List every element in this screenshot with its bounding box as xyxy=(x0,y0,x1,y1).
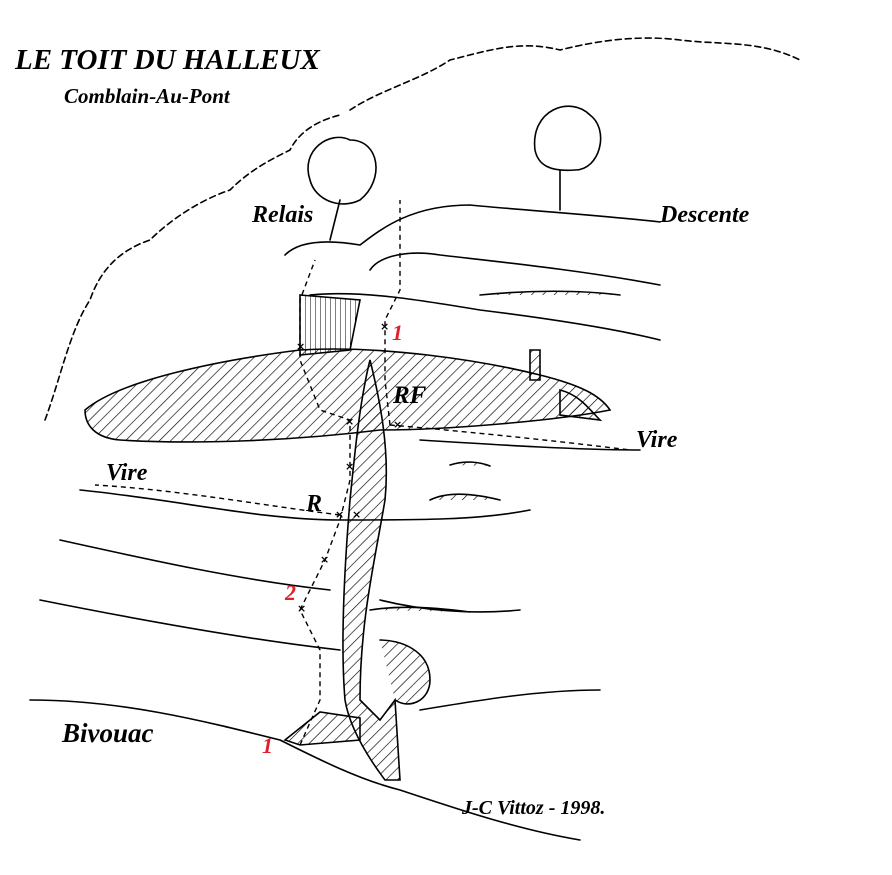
pitch-number-1-top: 1 xyxy=(392,320,403,345)
tree-right xyxy=(533,105,602,211)
svg-text:×: × xyxy=(345,415,354,428)
svg-text:×: × xyxy=(320,553,329,566)
pitch-number-1-bottom: 1 xyxy=(262,733,273,758)
svg-text:×: × xyxy=(345,460,354,473)
belay-markers: × × × × × × × × × xyxy=(296,320,402,615)
svg-text:×: × xyxy=(296,340,305,353)
svg-text:×: × xyxy=(393,418,402,431)
diagram-title: LE TOIT DU HALLEUX xyxy=(15,44,320,76)
svg-text:×: × xyxy=(352,508,361,521)
svg-text:×: × xyxy=(297,602,306,615)
svg-text:×: × xyxy=(380,320,389,333)
author-signature: J-C Vittoz - 1998. xyxy=(462,797,606,819)
label-vire-left: Vire xyxy=(106,460,148,486)
tree-left xyxy=(307,136,377,241)
pitch-number-2: 2 xyxy=(285,580,296,605)
label-bivouac: Bivouac xyxy=(62,718,154,748)
label-r: R xyxy=(306,491,323,517)
label-vire-right: Vire xyxy=(636,427,678,453)
plateau xyxy=(284,204,661,256)
pillar xyxy=(342,359,401,781)
climbing-route xyxy=(94,200,631,746)
roof xyxy=(84,348,612,443)
label-descente: Descente xyxy=(660,202,750,228)
label-rf: RF xyxy=(393,382,427,409)
vegetation-top xyxy=(349,37,801,111)
vegetation-left xyxy=(44,114,341,421)
diagram-subtitle: Comblain-Au-Pont xyxy=(64,84,230,108)
label-relais: Relais xyxy=(252,202,314,228)
svg-text:×: × xyxy=(335,508,344,521)
